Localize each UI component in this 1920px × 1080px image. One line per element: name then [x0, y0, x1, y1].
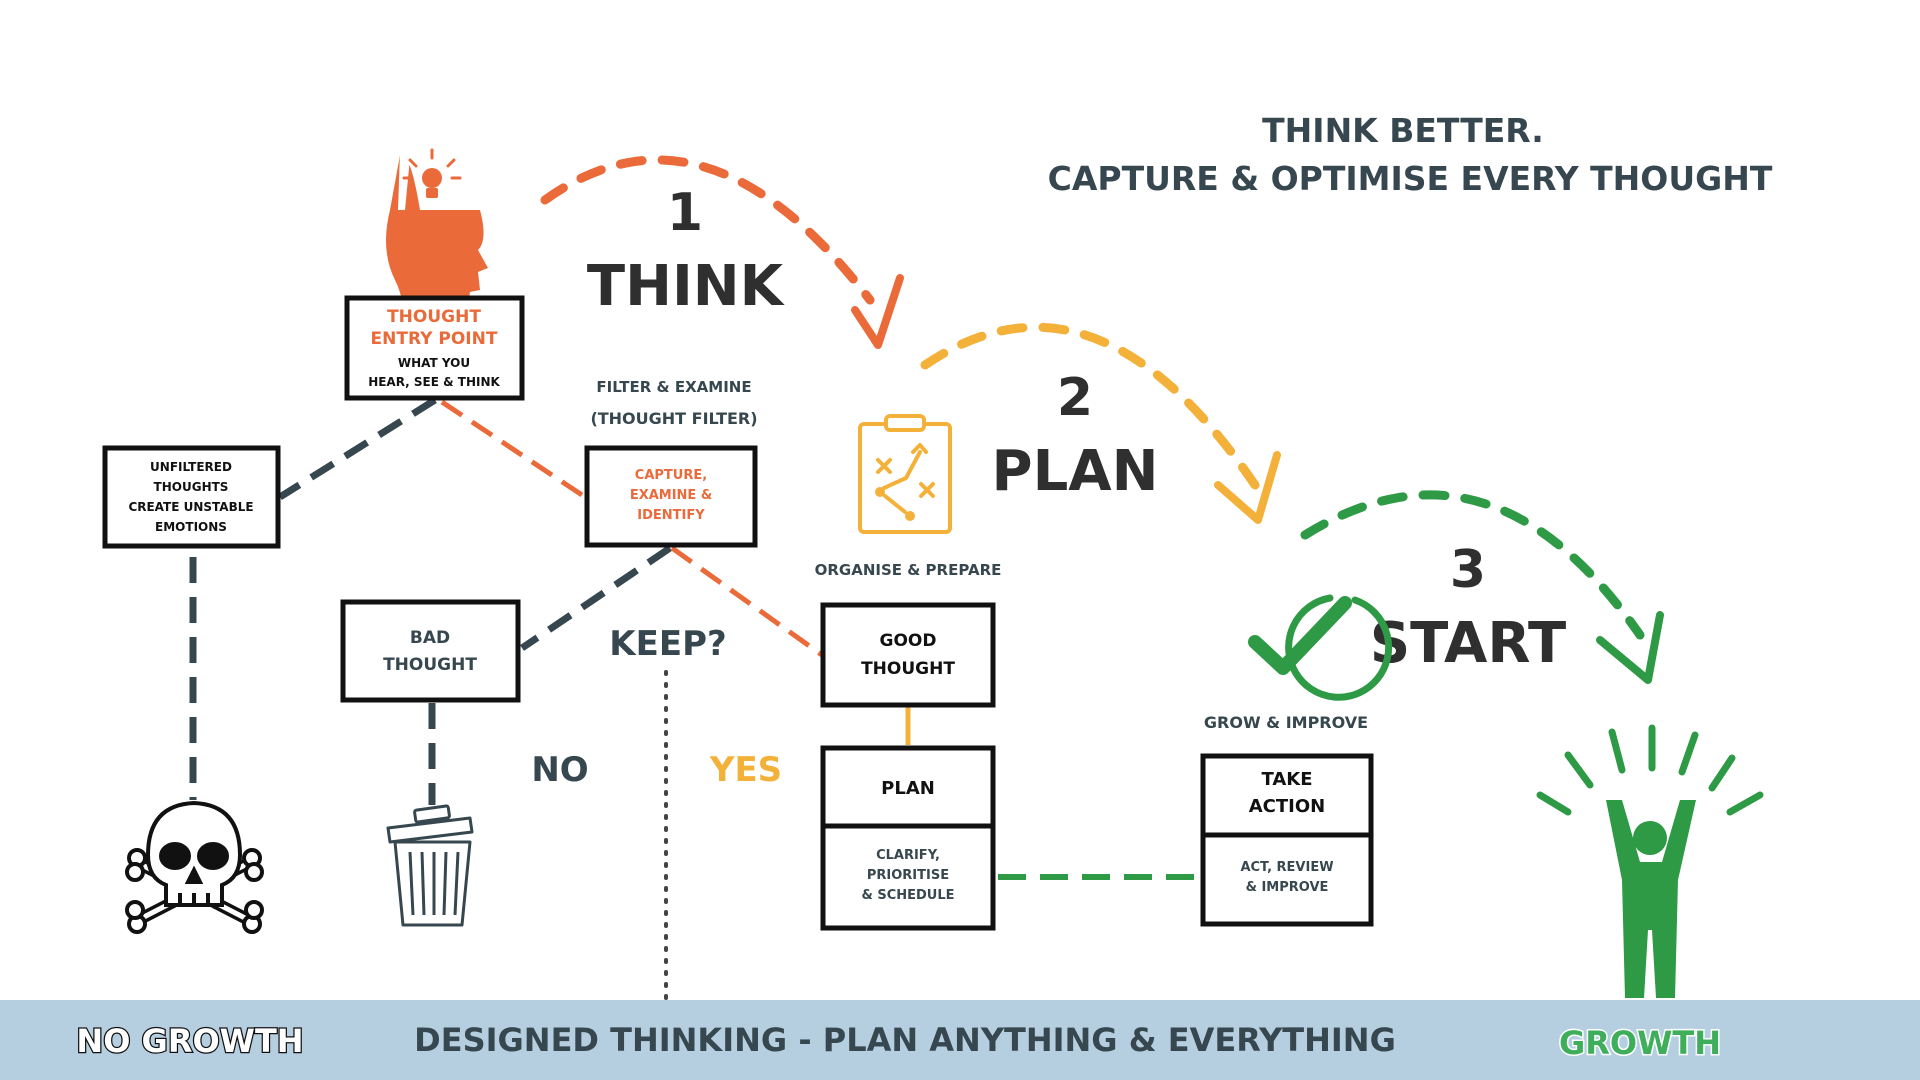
start-arc [1300, 490, 1645, 640]
head-lightbulb-icon [386, 148, 488, 330]
step-start-label: START [1370, 611, 1566, 676]
plan-box-title: PLAN [881, 778, 935, 799]
header-line-2: CAPTURE & OPTIMISE EVERY THOUGHT [1048, 159, 1773, 198]
footer-band [0, 1000, 1920, 1080]
skull-crossbones-icon [125, 800, 264, 934]
trash-can-icon [386, 804, 474, 927]
check-circle-icon [1248, 594, 1393, 701]
thought-entry-box: THOUGHT ENTRY POINT WHAT YOU HEAR, SEE &… [344, 295, 525, 401]
entry-title-1: THOUGHT [387, 307, 481, 327]
yes-label: YES [709, 750, 782, 790]
filter-caption-1: FILTER & EXAMINE [596, 378, 751, 396]
step-start: 3 START [1370, 540, 1566, 676]
step-plan-number: 2 [1057, 368, 1093, 428]
step-start-number: 3 [1450, 540, 1486, 600]
step-plan-label: PLAN [992, 439, 1159, 504]
plan-box-line-2: PRIORITISE [867, 868, 949, 883]
entry-title-2: ENTRY POINT [371, 329, 498, 349]
good-thought-box: GOOD THOUGHT [820, 602, 996, 708]
unfiltered-thoughts-box: UNFILTERED THOUGHTS CREATE UNSTABLE EMOT… [102, 445, 281, 549]
unfiltered-line-1: UNFILTERED [150, 460, 232, 474]
footer: NO GROWTH DESIGNED THINKING - PLAN ANYTH… [0, 1000, 1920, 1080]
keep-question: KEEP? [609, 624, 726, 664]
filter-caption-2: (THOUGHT FILTER) [590, 409, 757, 428]
clipboard-plan-icon [858, 414, 952, 534]
good-line-2: THOUGHT [861, 659, 955, 679]
connectors [189, 397, 1200, 1002]
start-arrow-head [1596, 611, 1664, 684]
plan-box-line-1: CLARIFY, [876, 848, 940, 863]
filter-line-3: IDENTIFY [637, 508, 705, 523]
footer-center: DESIGNED THINKING - PLAN ANYTHING & EVER… [414, 1021, 1396, 1059]
header-line-1: THINK BETTER. [1262, 111, 1544, 150]
think-arc [540, 155, 875, 305]
header: THINK BETTER. CAPTURE & OPTIMISE EVERY T… [1048, 111, 1773, 198]
step-think: 1 THINK [587, 183, 786, 319]
filter-to-good-line [670, 545, 824, 658]
unfiltered-line-4: EMOTIONS [155, 520, 227, 534]
bad-line-1: BAD [410, 628, 450, 648]
filter-caption: FILTER & EXAMINE (THOUGHT FILTER) [590, 378, 757, 428]
unfiltered-line-2: THOUGHTS [154, 480, 229, 494]
action-title-1: TAKE [1261, 769, 1312, 790]
filter-to-bad-line [520, 545, 672, 651]
step-plan: 2 PLAN [992, 368, 1159, 504]
footer-left: NO GROWTH [76, 1022, 303, 1060]
step-think-label: THINK [587, 254, 786, 319]
organise-prepare-caption: ORGANISE & PREPARE [815, 561, 1002, 579]
capture-examine-box: CAPTURE, EXAMINE & IDENTIFY [584, 445, 758, 548]
lightbulb-icon [402, 148, 462, 198]
plan-box-line-3: & SCHEDULE [861, 888, 954, 903]
filter-line-1: CAPTURE, [635, 468, 707, 483]
action-title-2: ACTION [1249, 796, 1325, 817]
action-line-2: & IMPROVE [1246, 880, 1329, 895]
no-label: NO [531, 750, 588, 790]
bad-thought-box: BAD THOUGHT [340, 599, 521, 703]
unfiltered-line-3: CREATE UNSTABLE [128, 500, 253, 514]
good-line-1: GOOD [880, 631, 937, 651]
step-arcs [540, 155, 1664, 684]
entry-to-unfiltered-line [278, 397, 437, 500]
think-arrow-head [851, 274, 904, 349]
plan-box: PLAN CLARIFY, PRIORITISE & SCHEDULE [820, 745, 996, 931]
bad-line-2: THOUGHT [383, 655, 477, 675]
entry-sub-2: HEAR, SEE & THINK [368, 375, 500, 389]
footer-right: GROWTH [1559, 1024, 1721, 1062]
action-line-1: ACT, REVIEW [1240, 860, 1333, 875]
plan-arrow-head [1214, 451, 1281, 524]
entry-sub-1: WHAT YOU [398, 356, 470, 370]
plan-arc [920, 322, 1260, 490]
person-celebrating-icon [1536, 724, 1764, 998]
take-action-box: TAKE ACTION ACT, REVIEW & IMPROVE [1200, 753, 1374, 927]
filter-line-2: EXAMINE & [630, 488, 712, 503]
step-think-number: 1 [667, 183, 703, 243]
grow-improve-caption: GROW & IMPROVE [1204, 713, 1368, 732]
entry-to-filter-line [440, 399, 587, 500]
